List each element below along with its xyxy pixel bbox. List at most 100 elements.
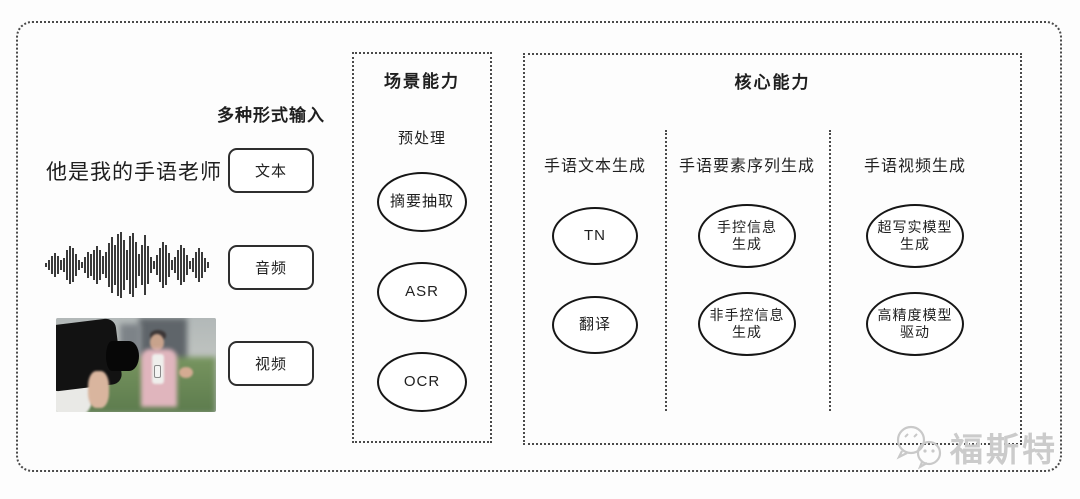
waveform-bar [168, 253, 170, 277]
waveform-bar [78, 260, 80, 270]
node-summary-extraction-label: 摘要抽取 [389, 192, 454, 210]
waveform-bar [195, 252, 197, 278]
column-2-header: 手语要素序列生成 [678, 158, 815, 175]
waveform-bar [150, 257, 152, 273]
waveform-bar [54, 253, 56, 277]
waveform-bar [51, 256, 53, 274]
node-non-manual-info-generation: 非手控信息 生成 [698, 292, 796, 356]
waveform-bar [192, 258, 194, 272]
node-manual-info-generation: 手控信息 生成 [698, 204, 796, 268]
audio-waveform [45, 230, 213, 300]
column-sl-video-generation: 手语视频生成 超写实模型 生成 高精度模型 驱动 [829, 55, 1001, 443]
waveform-bar [117, 234, 119, 296]
input-type-video-box: 视频 [228, 341, 314, 386]
waveform-bar [72, 248, 74, 282]
watermark: 福斯特 [892, 423, 1058, 471]
waveform-bar [120, 232, 122, 298]
waveform-bar [63, 258, 65, 272]
waveform-bar [144, 235, 146, 295]
core-capability-title: 核心能力 [734, 73, 811, 92]
waveform-bar [159, 248, 161, 282]
input-type-text-box: 文本 [228, 148, 314, 193]
input-type-audio-label: 音频 [254, 260, 287, 277]
waveform-bar [147, 246, 149, 284]
waveform-bar [90, 254, 92, 276]
waveform-bar [141, 245, 143, 285]
thumb-microphone [154, 365, 162, 378]
waveform-bar [198, 248, 200, 282]
waveform-bar [45, 263, 47, 267]
waveform-bar [153, 261, 155, 269]
waveform-bar [81, 262, 83, 268]
node-high-precision-model-driving: 高精度模型 驱动 [866, 292, 964, 356]
waveform-bar [156, 255, 158, 275]
node-translation-label: 翻译 [578, 315, 611, 333]
preprocess-label: 预处理 [397, 130, 446, 147]
waveform-bar [135, 242, 137, 288]
node-ocr: OCR [377, 352, 467, 412]
waveform-bar [177, 250, 179, 280]
waveform-bar [84, 257, 86, 273]
core-capability-box: 核心能力 手语文本生成 TN 翻译 手语要素序列生成 手控信息 生成 非手控信息… [523, 53, 1022, 445]
waveform-bar [138, 254, 140, 276]
outer-dotted-border [16, 21, 1062, 472]
column-3-header: 手语视频生成 [863, 158, 966, 175]
waveform-bar [189, 261, 191, 269]
thumb-reporter-hand [179, 366, 194, 378]
waveform-bar [75, 254, 77, 276]
waveform-bar [126, 250, 128, 280]
waveform-bar [201, 252, 203, 278]
input-type-audio-box: 音频 [228, 245, 314, 290]
node-asr-label: ASR [405, 282, 439, 300]
waveform-bar [48, 260, 50, 270]
waveform-bar [207, 262, 209, 268]
node-ocr-label: OCR [403, 372, 441, 390]
waveform-bar [186, 255, 188, 275]
waveform-bar [114, 245, 116, 285]
watermark-brand: 福斯特 [950, 431, 1058, 468]
thumb-photographer-hand [88, 370, 109, 409]
waveform-bar [132, 233, 134, 297]
node-hyperreal-model-generation-label: 超写实模型 生成 [877, 218, 953, 253]
waveform-bar [123, 240, 125, 290]
waveform-bar [162, 242, 164, 288]
waveform-bar [93, 250, 95, 280]
waveform-bar [99, 250, 101, 280]
waveform-bar [69, 246, 71, 284]
waveform-bar [66, 250, 68, 280]
waveform-bar [57, 256, 59, 274]
thumb-reporter-head [150, 333, 165, 351]
input-type-text-label: 文本 [254, 163, 287, 180]
column-divider-2 [829, 130, 831, 411]
node-tn: TN [552, 207, 638, 265]
waveform-bar [183, 248, 185, 282]
waveform-bar [204, 258, 206, 272]
video-thumbnail [56, 318, 216, 412]
node-summary-extraction: 摘要抽取 [377, 172, 467, 232]
node-asr: ASR [377, 262, 467, 322]
waveform-bar [171, 260, 173, 270]
waveform-bar [96, 246, 98, 284]
node-high-precision-model-driving-label: 高精度模型 驱动 [877, 306, 953, 341]
column-divider-1 [665, 130, 667, 411]
node-hyperreal-model-generation: 超写实模型 生成 [866, 204, 964, 268]
waveform-bar [165, 245, 167, 285]
node-non-manual-info-generation-label: 非手控信息 生成 [709, 306, 785, 341]
waveform-bar [108, 243, 110, 287]
thumb-camera-lens [105, 340, 140, 371]
node-manual-info-generation-label: 手控信息 生成 [717, 218, 777, 253]
node-tn-label: TN [584, 226, 606, 244]
column-sl-text-generation: 手语文本生成 TN 翻译 [525, 55, 665, 443]
waveform-bar [174, 257, 176, 273]
chat-bubbles-icon [896, 425, 942, 470]
scene-capability-title: 场景能力 [384, 72, 460, 91]
input-type-video-label: 视频 [254, 356, 287, 373]
waveform-bar [102, 256, 104, 274]
column-1-header: 手语文本生成 [543, 158, 646, 175]
node-translation: 翻译 [552, 296, 638, 354]
waveform-bar [129, 236, 131, 294]
scene-capability-box: 场景能力 预处理 摘要抽取 ASR OCR [352, 52, 492, 443]
waveform-bar [60, 260, 62, 270]
input-heading: 多种形式输入 [217, 106, 325, 125]
